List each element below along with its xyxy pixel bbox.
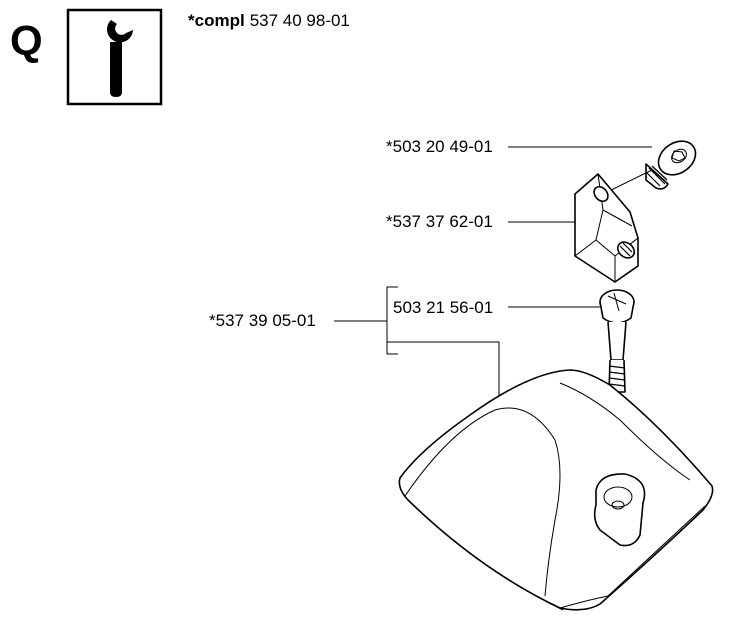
wrench-info-icon (66, 8, 163, 106)
part-label-screw-top: *503 20 49-01 (386, 137, 493, 156)
section-letter: Q (10, 17, 43, 64)
long-screw-drawing (599, 289, 635, 478)
part-label-bracket: *537 37 62-01 (386, 212, 493, 231)
knob-base-drawing (398, 369, 714, 611)
socket-screw-drawing (594, 140, 697, 199)
bracket-drawing (574, 173, 639, 283)
compl-number: 537 40 98-01 (250, 11, 350, 30)
part-label-knob-assembly: *537 39 05-01 (209, 311, 316, 330)
part-label-screw-long: 503 21 56-01 (393, 298, 493, 317)
compl-label: *compl 537 40 98-01 (188, 11, 350, 30)
compl-prefix: *compl (188, 11, 245, 30)
leader-lines (334, 146, 652, 405)
